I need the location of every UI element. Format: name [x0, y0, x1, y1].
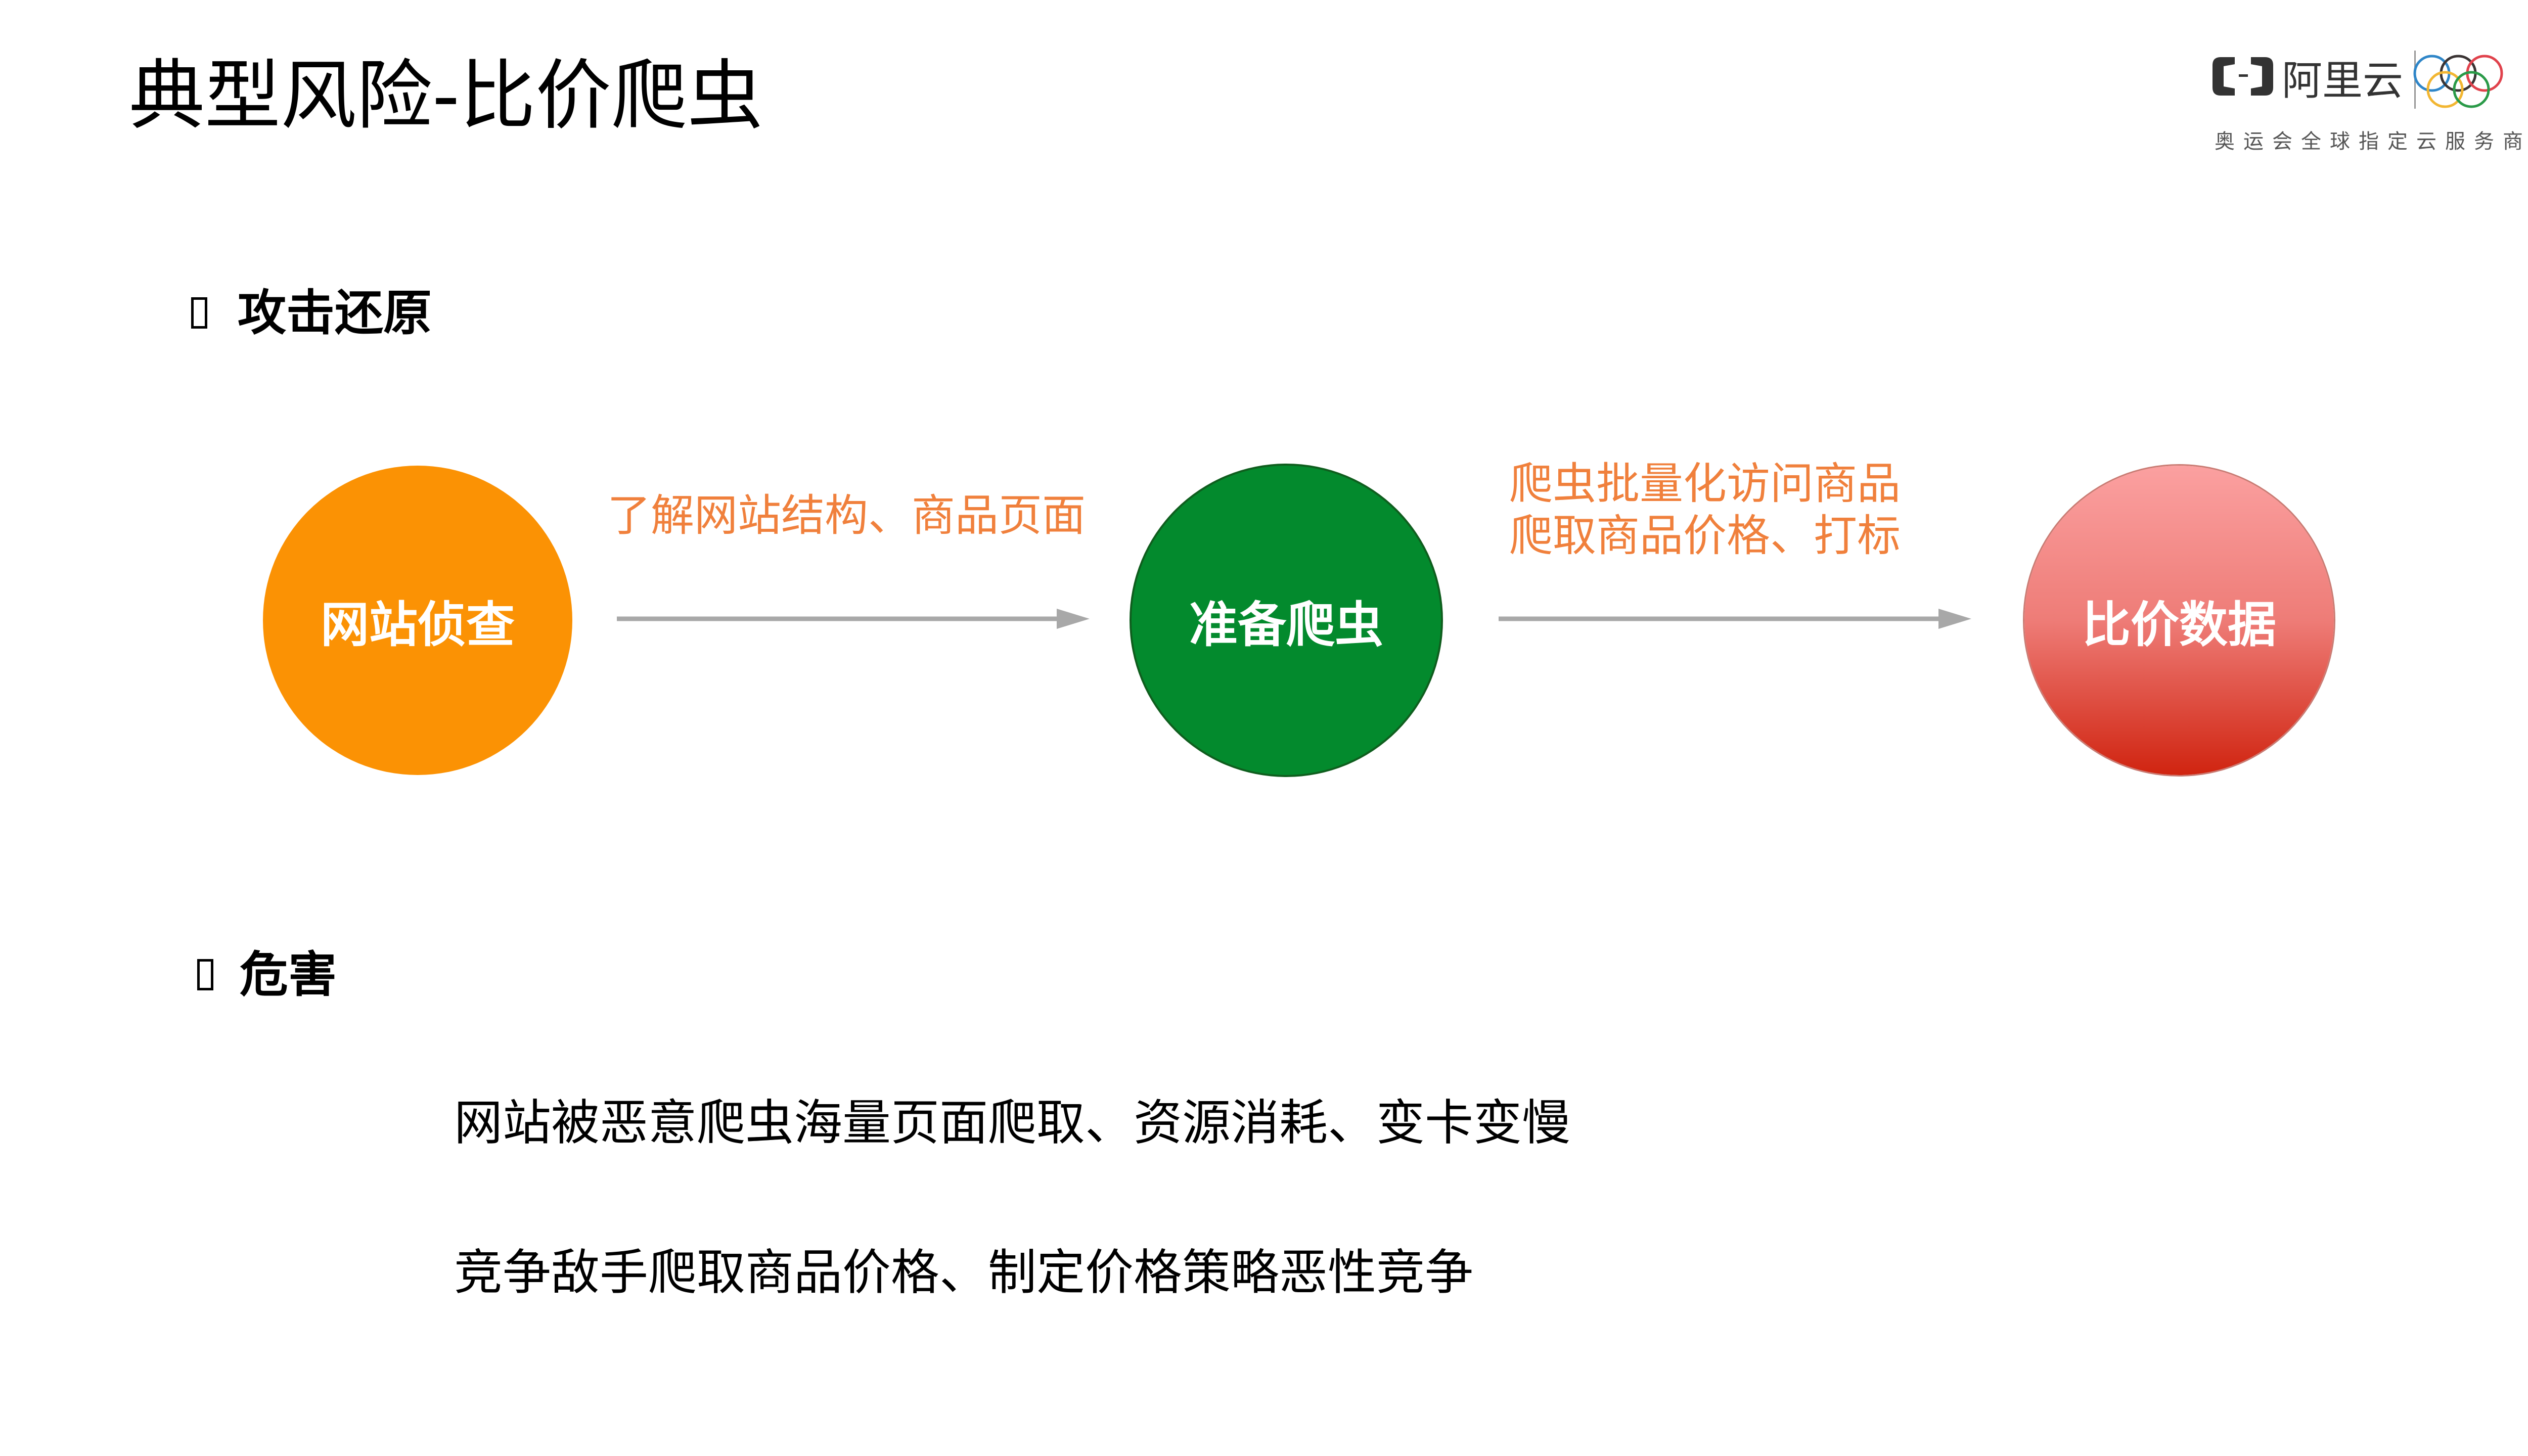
harm-item: 竞争敌手爬取商品价格、制定价格策略恶性竞争 — [454, 1244, 1473, 1301]
arrow-label-2-line1: 爬虫批量化访问商品 — [1509, 459, 1901, 509]
arrow-label-1: 了解网站结构、商品页面 — [607, 490, 1086, 541]
logo: 阿里云 奥运会全球指定云服务商 — [2209, 48, 2528, 154]
section-harm-heading: 危害 — [197, 944, 337, 1005]
arrow-right-icon — [1499, 609, 1971, 629]
arrow-label-2-line2: 爬取商品价格、打标 — [1509, 511, 1901, 561]
step-label: 比价数据 — [2082, 596, 2276, 653]
step-recon: 网站侦查 — [263, 466, 572, 775]
step-label: 网站侦查 — [321, 596, 515, 653]
bullet-icon — [191, 297, 207, 329]
section-attack-heading: 攻击还原 — [191, 283, 432, 343]
step-label: 准备爬虫 — [1189, 596, 1383, 653]
section-heading-text: 攻击还原 — [238, 285, 432, 341]
harm-item: 网站被恶意爬虫海量页面爬取、资源消耗、变卡变慢 — [454, 1095, 1570, 1151]
aliyun-logo-icon: 阿里云 — [2213, 51, 2503, 114]
svg-text:阿里云: 阿里云 — [2282, 57, 2403, 104]
section-heading-text: 危害 — [240, 946, 337, 1003]
step-price-data: 比价数据 — [2024, 466, 2334, 775]
step-prepare-crawler: 准备爬虫 — [1132, 466, 1441, 775]
bullet-icon — [197, 959, 213, 990]
logo-tagline: 奥运会全球指定云服务商 — [2215, 130, 2528, 153]
page-title: 典型风险-比价爬虫 — [129, 52, 763, 140]
arrow-right-icon — [617, 609, 1090, 629]
